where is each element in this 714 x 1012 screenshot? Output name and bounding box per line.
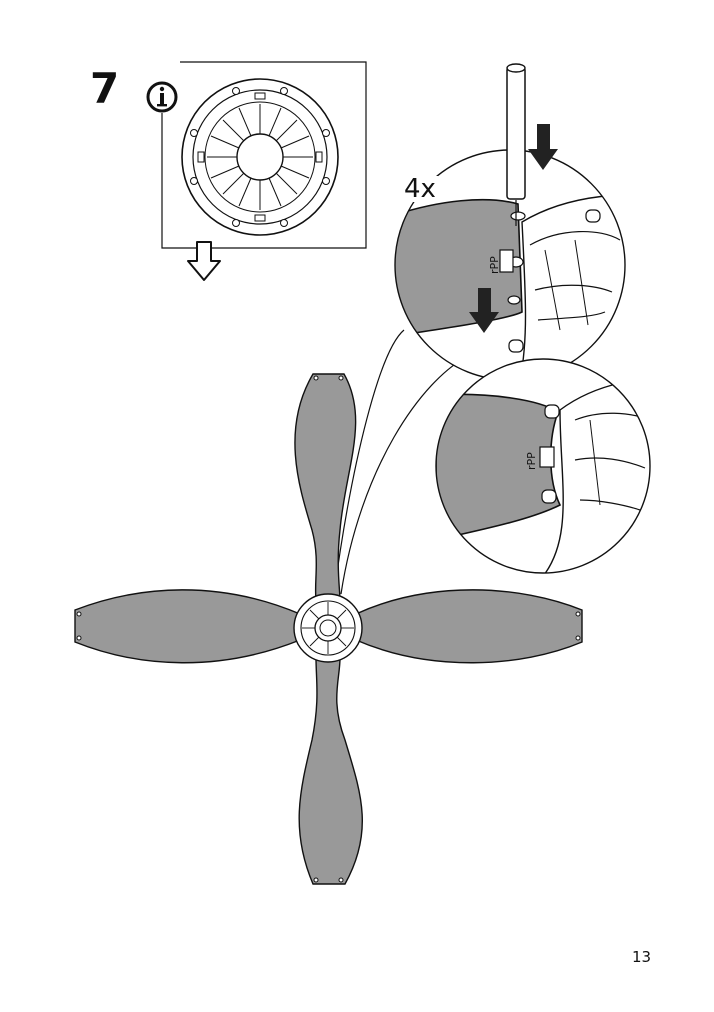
fan-blade-right <box>355 589 583 664</box>
fan-assembly <box>74 373 583 885</box>
pin-tool <box>506 63 526 226</box>
push-down-arrow-icon <box>469 288 499 333</box>
material-marking: rPP <box>525 452 538 470</box>
fan-blade-bottom <box>298 657 363 885</box>
fan-hub <box>293 593 363 663</box>
page-number: 13 <box>632 948 652 966</box>
info-icon <box>146 81 178 113</box>
quantity-label: 4x <box>402 174 438 204</box>
info-box <box>161 61 367 249</box>
press-down-arrow-icon <box>528 124 558 170</box>
step-number: 7 <box>90 64 120 113</box>
fan-blade-left <box>74 589 301 664</box>
detail-circle-after: rPP <box>435 358 651 574</box>
material-marking: rPP <box>488 256 501 274</box>
hub-top-view <box>181 78 339 236</box>
turn-page-arrow-icon <box>187 241 221 281</box>
